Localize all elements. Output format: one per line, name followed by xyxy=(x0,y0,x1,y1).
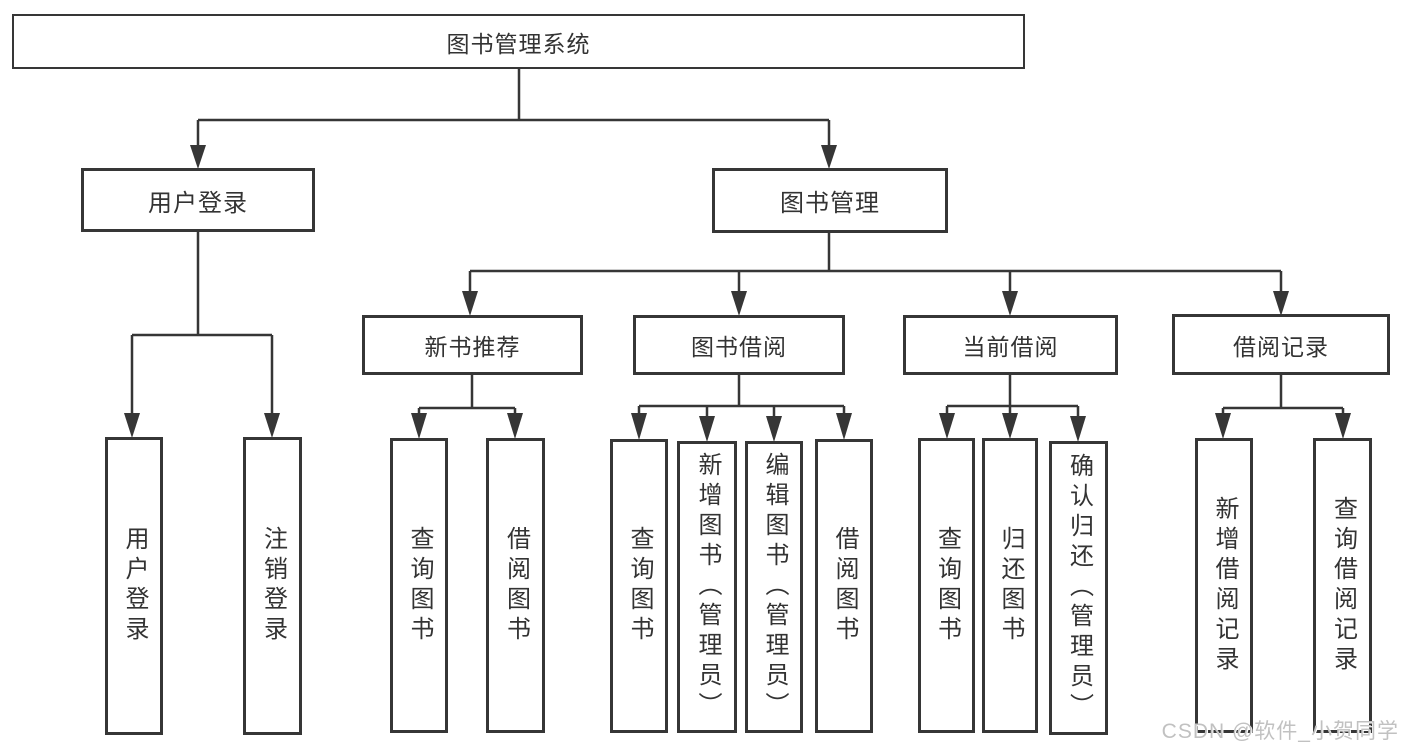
leaf-br-add-record: 新增借阅记录 xyxy=(1195,438,1253,733)
csdn-watermark: CSDN @软件_小贺同学 xyxy=(1161,720,1399,743)
leaf-br-query-record: 查询借阅记录 xyxy=(1313,438,1372,733)
node-current-borrow: 当前借阅 xyxy=(903,315,1118,375)
leaf-cb-return-books: 归还图书 xyxy=(982,438,1038,733)
leaf-logout: 注销登录 xyxy=(243,437,302,735)
node-book-management: 图书管理 xyxy=(712,168,948,233)
leaf-nbr-query-books: 查询图书 xyxy=(390,438,448,733)
leaf-cb-confirm-return-admin: 确认归还（管理员） xyxy=(1049,441,1108,735)
leaf-nbr-borrow-books: 借阅图书 xyxy=(486,438,545,733)
leaf-user-login: 用户登录 xyxy=(105,437,163,735)
node-borrow-records: 借阅记录 xyxy=(1172,314,1390,375)
node-root: 图书管理系统 xyxy=(12,14,1025,69)
node-user-login-branch: 用户登录 xyxy=(81,168,315,232)
leaf-bb-add-book-admin: 新增图书（管理员） xyxy=(677,441,737,733)
leaf-bb-query-books: 查询图书 xyxy=(610,439,668,733)
leaf-bb-edit-book-admin: 编辑图书（管理员） xyxy=(745,441,803,733)
leaf-bb-borrow-books: 借阅图书 xyxy=(815,439,873,733)
arrowheads xyxy=(124,145,1351,442)
leaf-cb-query-books: 查询图书 xyxy=(918,438,975,733)
node-book-borrow: 图书借阅 xyxy=(633,315,845,375)
node-new-book-recommend: 新书推荐 xyxy=(362,315,583,375)
